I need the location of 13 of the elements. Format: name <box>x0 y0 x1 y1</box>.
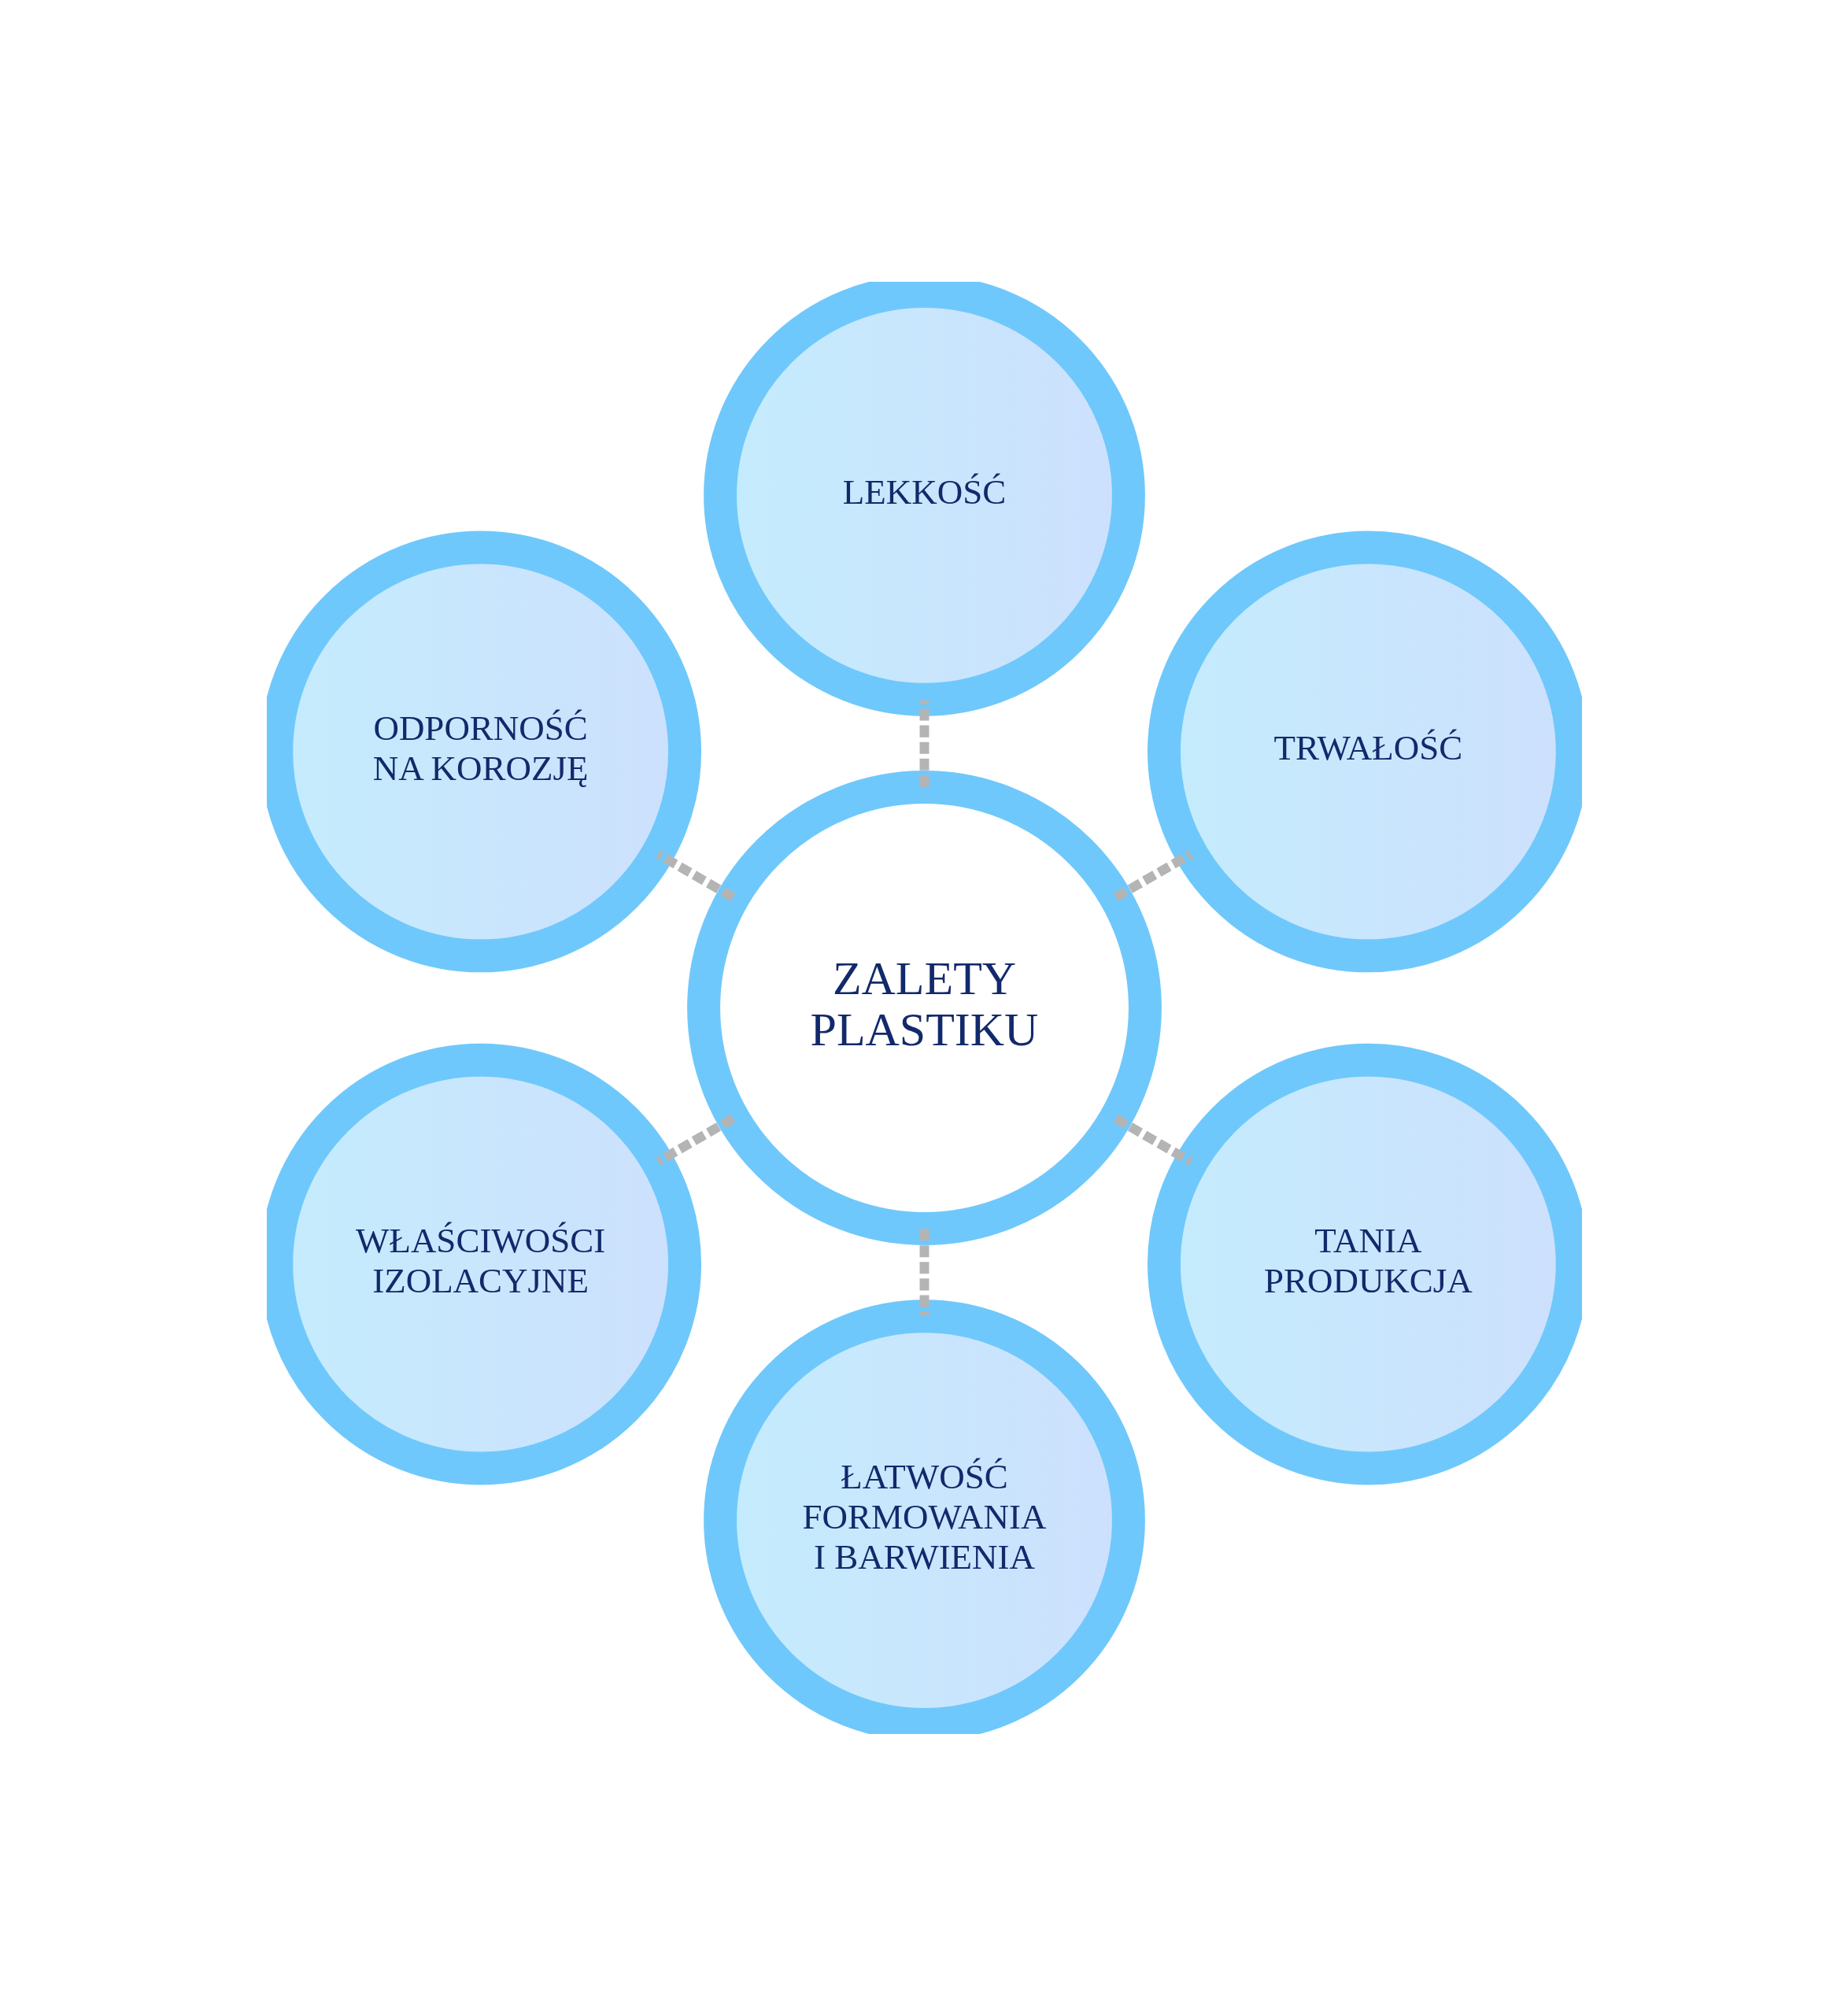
connector <box>655 1114 735 1166</box>
node-circle: ODPORNOŚĆ NA KOROZJĘ <box>266 531 701 972</box>
connector <box>655 849 735 901</box>
connector <box>919 1228 929 1315</box>
connector <box>1113 849 1193 901</box>
node-circle: TANIA PRODUKCJA <box>1147 1043 1582 1484</box>
node-circle: ZALETY PLASTIKU <box>686 770 1162 1245</box>
node-circle: ŁATWOŚĆ FORMOWANIA I BARWIENIA <box>703 1299 1145 1734</box>
connector <box>919 700 929 787</box>
node-circle: LEKKOŚĆ <box>703 281 1145 716</box>
connector <box>1113 1114 1193 1166</box>
node-circle: TRWAŁOŚĆ <box>1147 531 1582 972</box>
node-circle: WŁAŚCIWOŚCI IZOLACYJNE <box>266 1043 701 1484</box>
